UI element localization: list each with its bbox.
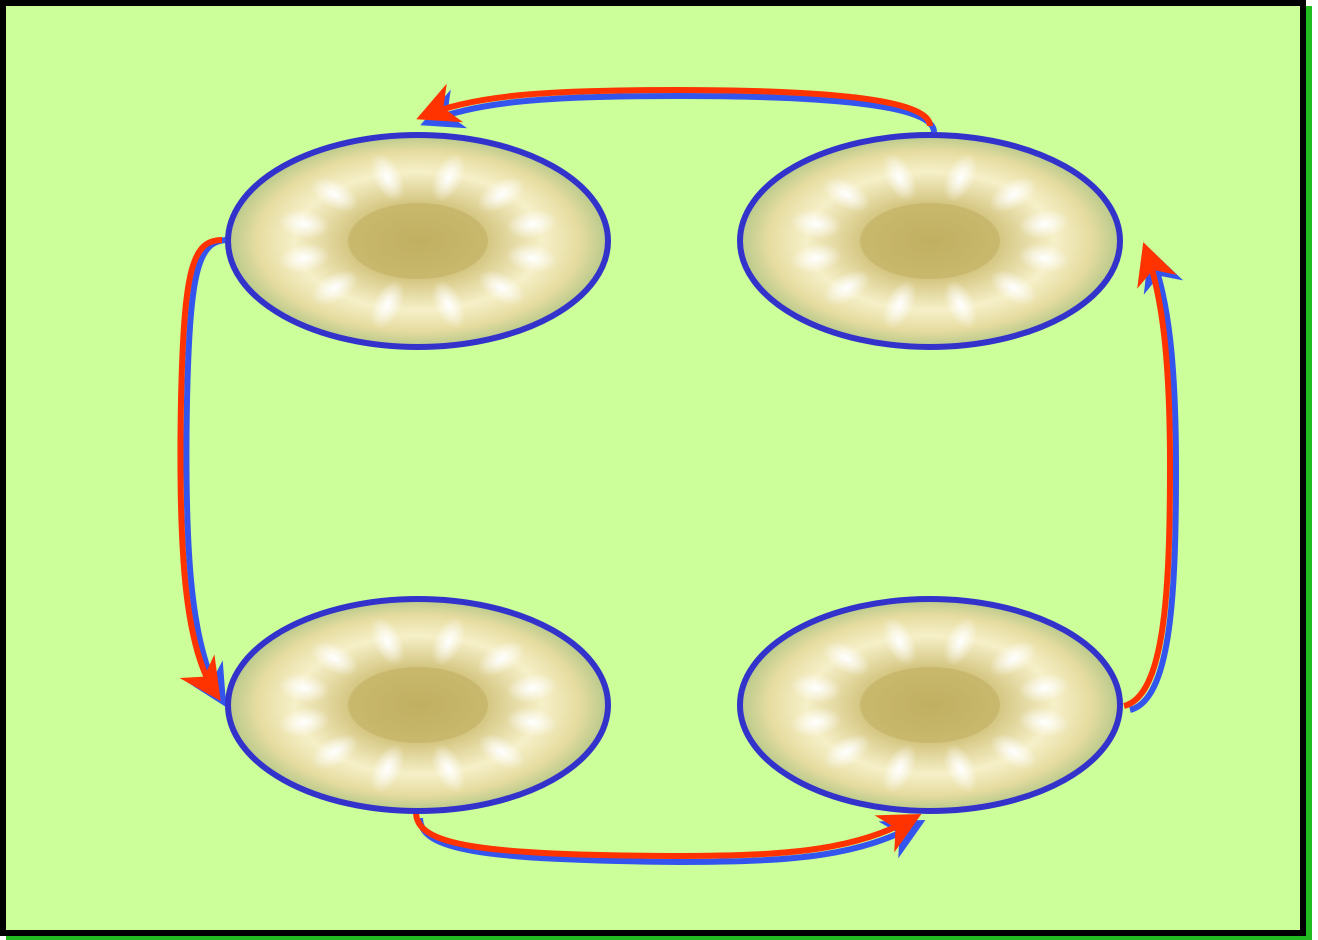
node-core bbox=[348, 203, 488, 279]
node-top-left bbox=[228, 135, 608, 347]
node-top-right bbox=[740, 135, 1120, 347]
node-bottom-left bbox=[228, 599, 608, 811]
node-bottom-right bbox=[740, 599, 1120, 811]
node-core bbox=[860, 203, 1000, 279]
diagram-frame bbox=[3, 3, 1303, 933]
node-core bbox=[348, 667, 488, 743]
node-core bbox=[860, 667, 1000, 743]
